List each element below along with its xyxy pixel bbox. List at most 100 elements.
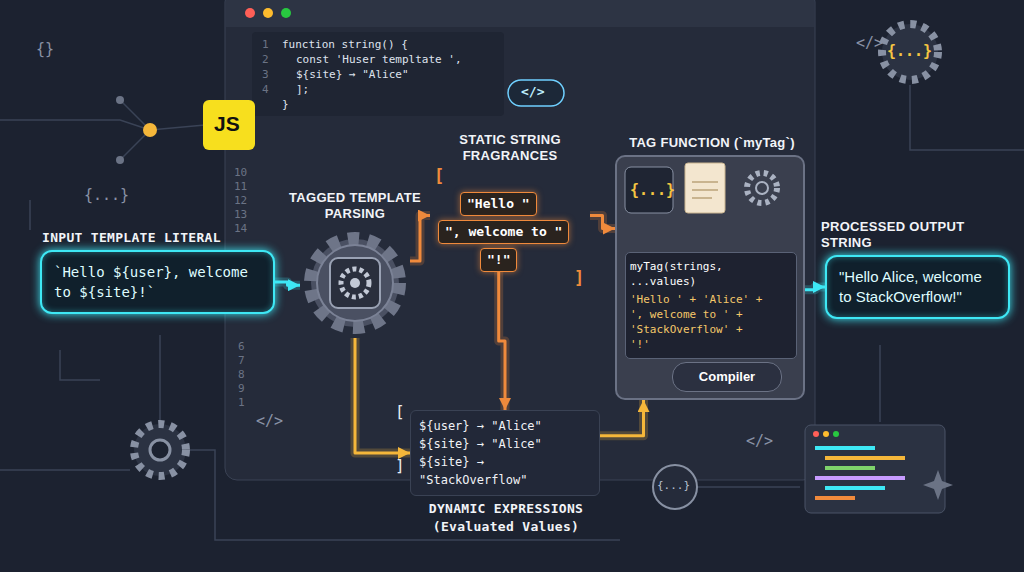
icon-circle <box>653 465 697 509</box>
document-lines <box>692 182 718 198</box>
connector-glow <box>590 216 615 229</box>
decor-rect <box>815 446 875 450</box>
line-number: 14 <box>234 222 247 235</box>
window-bar <box>226 0 814 27</box>
trace <box>159 335 161 420</box>
frag-node: "Hello " <box>460 192 537 216</box>
node-heading: STATIC STRING FRAGRANCES <box>425 132 595 164</box>
code-text: } <box>282 98 289 111</box>
icon-label: ] <box>395 456 405 475</box>
gear-icon <box>134 424 186 476</box>
gear-icon <box>747 173 777 203</box>
decor-line <box>692 181 718 183</box>
node-text: "Hello Alice, welcome to StackOverflow!" <box>839 267 996 307</box>
frag-node: ", welcome to " <box>438 220 569 244</box>
node-text: ${site} → "Alice" <box>419 435 591 453</box>
tag-pill <box>508 80 564 106</box>
window-dot <box>823 431 829 437</box>
flow-arrow <box>805 287 825 290</box>
icon-label: </> <box>256 412 283 430</box>
gear-hub <box>756 182 768 194</box>
document-icon <box>685 163 725 213</box>
line-number: 7 <box>238 354 245 367</box>
chip <box>330 258 380 308</box>
circuit-node <box>143 123 157 137</box>
flow-arrow <box>600 400 644 436</box>
node-text: ', welcome to ' + <box>630 307 792 322</box>
gear-node: TAGGED TEMPLATE PARSING <box>300 228 410 338</box>
window-dot <box>813 431 819 437</box>
decor-rect <box>825 456 905 460</box>
icon-label: </> <box>521 84 544 99</box>
connector-glow <box>600 400 644 436</box>
flow-arrow <box>355 338 410 453</box>
line-number: 6 <box>238 340 245 353</box>
flow-arrow <box>590 216 615 229</box>
connector-glow <box>805 287 825 290</box>
cyan-node: PROCESSED OUTPUT STRING"Hello Alice, wel… <box>825 255 1010 319</box>
node-heading: DYNAMIC EXPRESSIONS <box>391 501 621 517</box>
decor-line <box>692 189 718 191</box>
line-number: 4 <box>262 83 269 96</box>
gear-teeth <box>311 239 399 327</box>
trace <box>0 469 130 471</box>
chip-hub <box>350 278 360 288</box>
node-heading: PROCESSED OUTPUT STRING <box>821 219 1016 251</box>
icon-label: {...} <box>887 42 932 60</box>
decor-rect <box>825 466 875 470</box>
group-node: STATIC STRING FRAGRANCES"Hello "", welco… <box>430 170 590 300</box>
parser-gear <box>300 228 410 338</box>
icon-label: JS <box>214 112 240 136</box>
window-dot <box>833 431 839 437</box>
connector-glow <box>275 282 300 285</box>
connector-glow <box>355 338 410 453</box>
chip-gear <box>341 269 369 297</box>
trace <box>879 345 881 422</box>
node-text: ", welcome to " <box>445 223 562 241</box>
node-text: "!" <box>487 251 510 269</box>
icon-label: ] <box>574 268 584 288</box>
node-text: ${user} → "Alice" <box>419 417 591 435</box>
line-number: 2 <box>262 53 269 66</box>
sparkle <box>923 470 953 500</box>
line-number: 13 <box>234 208 247 221</box>
decor-rect <box>815 476 905 480</box>
node-text: `Hello ${user}, welcome to ${site}!` <box>54 262 261 302</box>
line-number: 12 <box>234 194 247 207</box>
gear-icon <box>882 24 938 80</box>
node-text: Compiler <box>681 369 773 385</box>
node-text: 'StackOverflow' + <box>630 322 792 337</box>
code-text: ]; <box>296 83 309 96</box>
mini-code-window <box>805 425 945 513</box>
js-badge <box>203 100 255 150</box>
trace <box>697 486 800 488</box>
code-text: function string() { <box>282 38 408 51</box>
line-number: 1 <box>238 396 245 409</box>
code-lines <box>815 446 905 500</box>
node-text: "Hello " <box>467 195 530 213</box>
node-text: ${site} → "StackOverflow" <box>419 453 591 489</box>
line-number: 3 <box>262 68 269 81</box>
flow-arrow <box>275 282 300 285</box>
frag-node: "!" <box>480 248 517 272</box>
icon-label: [ <box>434 166 444 186</box>
editor-window <box>225 0 815 480</box>
line-number: 1 <box>262 38 269 51</box>
decor-rect <box>825 486 885 490</box>
code-text: ${site} → "Alice" <box>296 68 409 81</box>
flow-arrow <box>410 216 430 262</box>
line-number: 10 <box>234 166 247 179</box>
connector-glow <box>410 216 430 262</box>
gear-hub <box>150 440 170 460</box>
trace <box>0 120 150 130</box>
code-snippet-box <box>252 32 504 116</box>
node-heading: (Evaluated Values) <box>391 519 621 535</box>
node-heading: TAGGED TEMPLATE PARSING <box>280 190 430 222</box>
icon-label: </> <box>746 432 773 450</box>
icon-label: {} <box>36 40 54 58</box>
cyan-node: INPUT TEMPLATE LITERAL`Hello ${user}, we… <box>40 250 275 314</box>
circuit-node <box>116 96 124 104</box>
flow-arrow <box>499 272 505 410</box>
window-dot <box>245 8 255 18</box>
trace <box>910 85 1024 150</box>
